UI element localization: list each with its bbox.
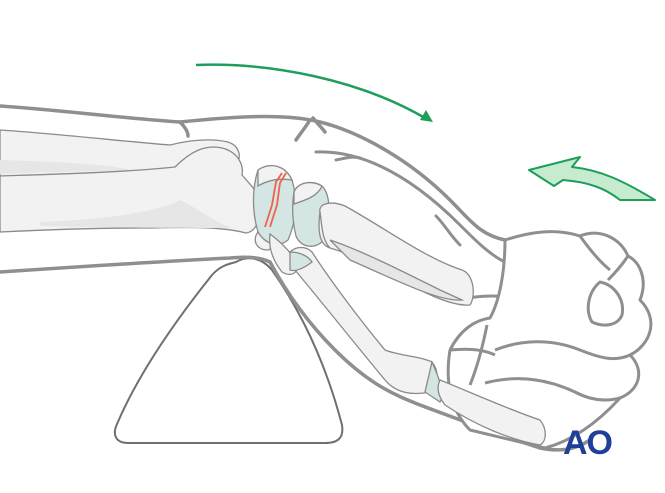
fracture-line [264,172,287,228]
cupped-hand-outline [446,230,653,450]
metacarpal-bones [289,202,546,446]
block-curved-arrow [528,156,656,201]
logo-text: AO [563,424,613,462]
ao-logo: AO [563,424,613,462]
curved-motion-arrow [195,63,433,122]
